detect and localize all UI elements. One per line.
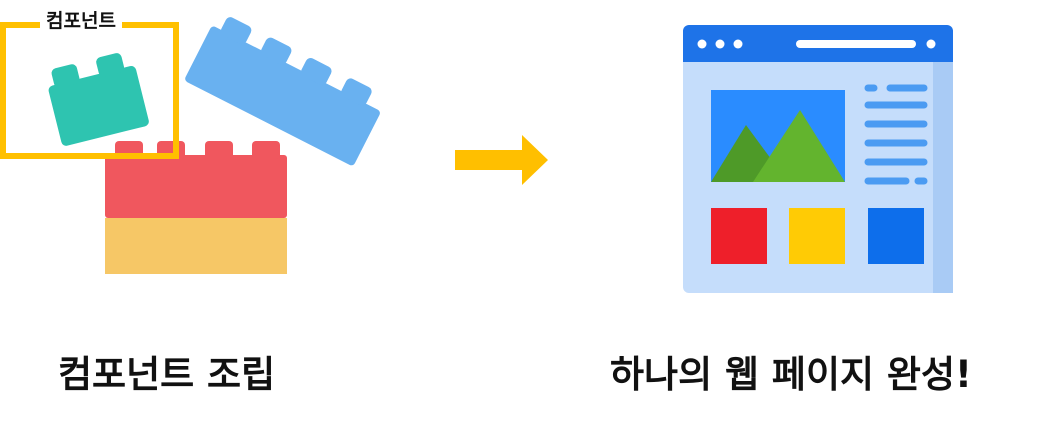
yellow-tile [789, 208, 845, 264]
image-placeholder-icon [711, 90, 845, 182]
blue-block-icon [185, 17, 380, 166]
caption-web-page-complete: 하나의 웹 페이지 완성! [610, 353, 972, 396]
text-lines-icon [864, 84, 928, 185]
lego-blocks-illustration [0, 17, 380, 274]
window-dot-icon [733, 39, 743, 49]
arrow-right-icon [455, 135, 548, 185]
red-tile [711, 208, 767, 264]
web-page-icon [683, 25, 953, 293]
yellow-block-icon [105, 218, 287, 274]
green-block-icon [48, 53, 149, 146]
window-dot-icon [697, 39, 707, 49]
blue-tile [868, 208, 924, 264]
highlight-frame-label: 컴포넌트 [40, 8, 122, 34]
red-block-icon [105, 141, 287, 218]
address-bar [796, 40, 916, 48]
window-dot-icon [715, 39, 725, 49]
caption-component-assembly: 컴포넌트 조립 [58, 353, 276, 396]
